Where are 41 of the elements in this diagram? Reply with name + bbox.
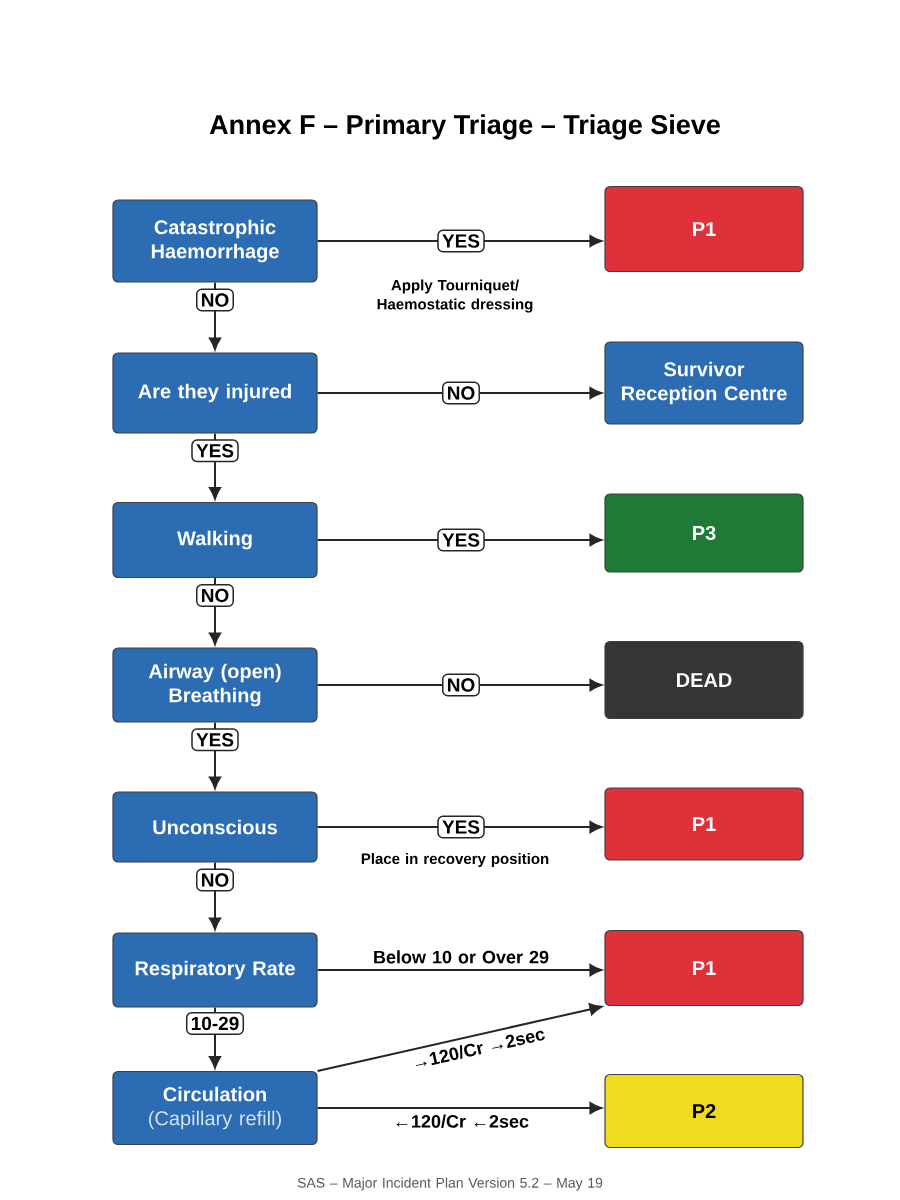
arrow (316, 1102, 603, 1115)
question-box: Unconscious (112, 791, 318, 863)
priority-box: P1 (604, 787, 804, 861)
answer-tag: YES (191, 728, 239, 752)
priority-box: P1 (604, 929, 804, 1007)
answer-tag: NO (196, 288, 234, 312)
question-box: Catastrophic Haemorrhage (112, 199, 318, 283)
answer-tag: YES (437, 229, 485, 253)
answer-tag: NO (196, 868, 234, 892)
answer-tag: 10-29 (185, 1011, 245, 1035)
question-box: Survivor Reception Centre (604, 341, 804, 425)
priority-box: P3 (604, 493, 804, 573)
question-box: Walking (112, 501, 318, 579)
arrow (316, 678, 603, 692)
edge-label: Below 10 or Over 29 (374, 950, 549, 964)
answer-tag: NO (442, 673, 480, 697)
question-box: Respiratory Rate (112, 932, 318, 1008)
question-box: Circulation (Capillary refill) (112, 1070, 318, 1146)
question-box: Are they injured (112, 352, 318, 434)
arrow (316, 386, 603, 400)
footer: SAS – Major Incident Plan Version 5.2 – May 19 (297, 1177, 603, 1191)
note: Place in recovery position (361, 853, 549, 867)
title: Annex F – Primary Triage – Triage Sieve (209, 114, 720, 140)
priority-box: P2 (604, 1073, 804, 1149)
question-box: Airway (open) Breathing (112, 647, 318, 723)
edge-label: →120/Cr →2sec (416, 1030, 545, 1066)
answer-tag: NO (196, 583, 234, 607)
edge-label: ←120/Cr ←2sec (396, 1114, 529, 1128)
priority-box: P1 (604, 185, 804, 273)
answer-tag: YES (437, 528, 485, 552)
arrow (316, 963, 603, 977)
arrow (208, 861, 222, 931)
answer-tag: YES (191, 439, 239, 463)
arrow (208, 577, 222, 646)
arrow (208, 721, 222, 790)
answer-tag: YES (437, 815, 485, 839)
arrow (208, 281, 222, 351)
arrow (316, 1003, 603, 1072)
note: Apply Tourniquet/ Haemostatic dressing (377, 279, 533, 313)
answer-tag: NO (442, 381, 480, 405)
priority-box: DEAD (604, 640, 804, 720)
